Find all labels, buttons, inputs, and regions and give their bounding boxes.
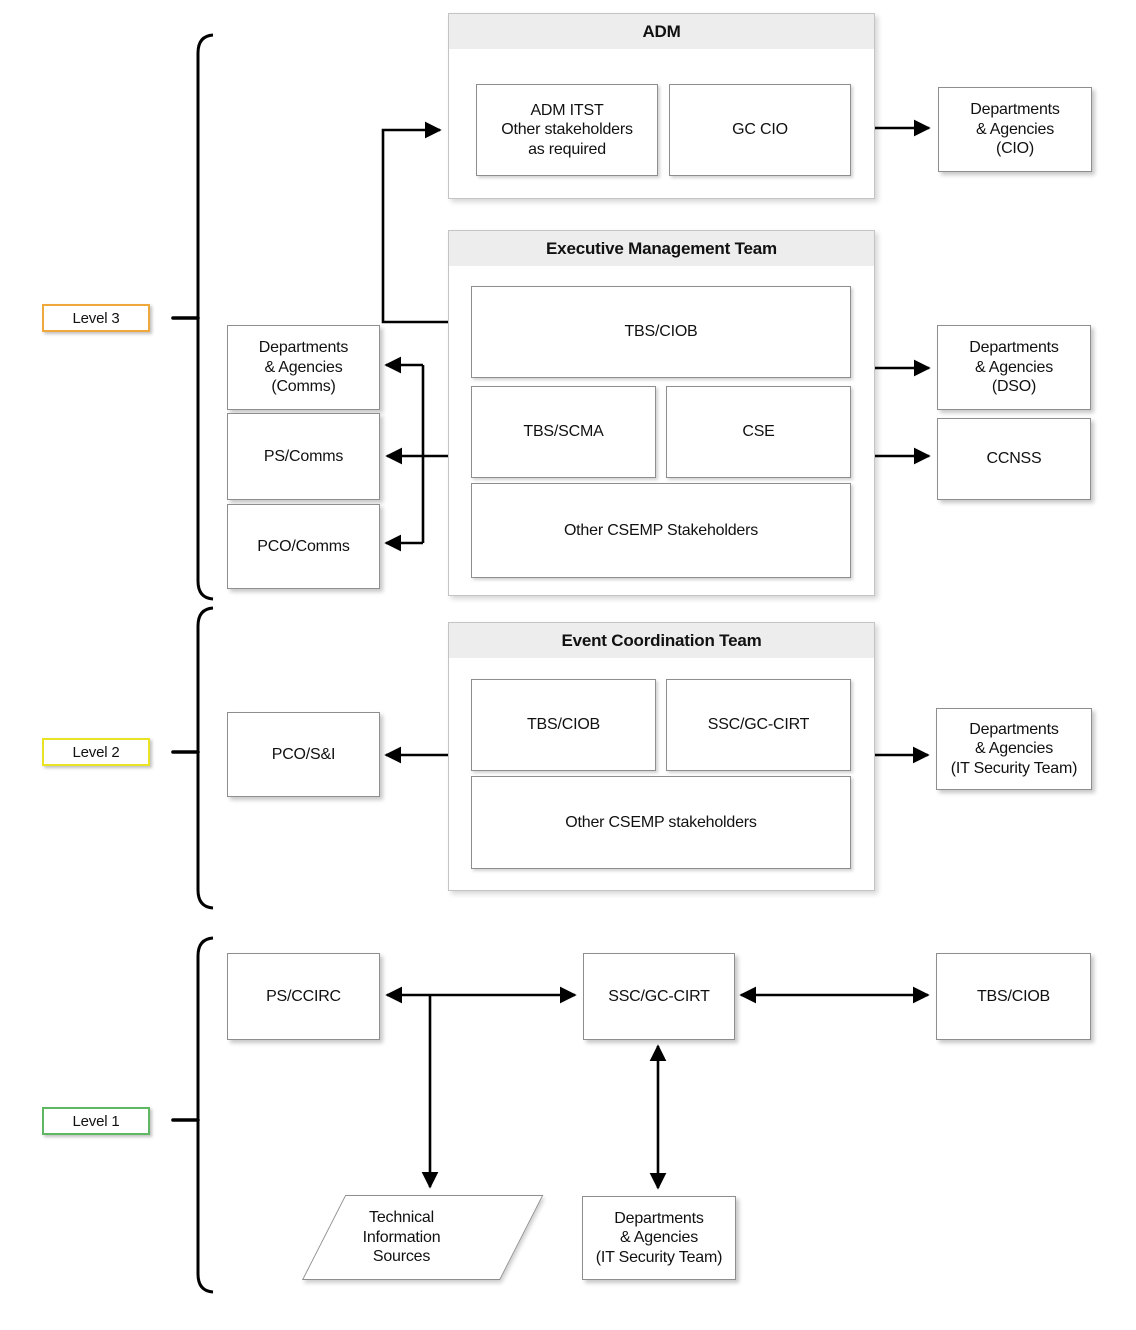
node-da-dso: Departments & Agencies (DSO) (937, 325, 1091, 410)
node-tbs-ciob-level1: TBS/CIOB (936, 953, 1091, 1040)
level3-brace (196, 33, 214, 601)
level1-brace (196, 936, 214, 1294)
node-gc-cio: GC CIO (669, 84, 851, 176)
level-1-label-text: Level 1 (72, 1112, 120, 1130)
adm-group: ADM ADM ITST Other stakeholders as requi… (448, 13, 875, 199)
node-emt-tbs-ciob: TBS/CIOB (471, 286, 851, 378)
node-pco-si: PCO/S&I (227, 712, 380, 797)
node-da-comms: Departments & Agencies (Comms) (227, 325, 380, 410)
adm-group-title: ADM (449, 14, 874, 49)
node-ssc-gc-cirt: SSC/GC-CIRT (583, 953, 735, 1040)
level-3-label-text: Level 3 (72, 309, 120, 327)
executive-management-team-group: Executive Management Team TBS/CIOB TBS/S… (448, 230, 875, 596)
node-ccnss: CCNSS (937, 418, 1091, 500)
node-ps-ccirc: PS/CCIRC (227, 953, 380, 1040)
node-pco-comms: PCO/Comms (227, 504, 380, 589)
level2-brace (196, 606, 214, 910)
node-ect-other-csemp: Other CSEMP stakeholders (471, 776, 851, 869)
level-2-label: Level 2 (42, 738, 150, 766)
node-tbs-scma: TBS/SCMA (471, 386, 656, 478)
node-ect-ssc-gc-cirt: SSC/GC-CIRT (666, 679, 851, 771)
node-adm-itst: ADM ITST Other stakeholders as required (476, 84, 658, 176)
node-cse: CSE (666, 386, 851, 478)
connector-tbsciob-to-adm (381, 121, 470, 324)
node-emt-other-csemp: Other CSEMP Stakeholders (471, 483, 851, 578)
level-1-label: Level 1 (42, 1107, 150, 1135)
node-da-itsec-level2: Departments & Agencies (IT Security Team… (936, 708, 1092, 790)
event-coordination-team-group: Event Coordination Team TBS/CIOB SSC/GC-… (448, 622, 875, 891)
level-3-label: Level 3 (42, 304, 150, 332)
node-da-cio: Departments & Agencies (CIO) (938, 87, 1092, 172)
technical-information-sources-label: Technical Information Sources (362, 1209, 441, 1266)
node-ps-comms: PS/Comms (227, 413, 380, 500)
ect-group-title: Event Coordination Team (449, 623, 874, 658)
node-da-itsec-level1: Departments & Agencies (IT Security Team… (582, 1196, 736, 1280)
level-2-label-text: Level 2 (72, 743, 120, 761)
emt-group-title: Executive Management Team (449, 231, 874, 266)
node-ect-tbs-ciob: TBS/CIOB (471, 679, 656, 771)
